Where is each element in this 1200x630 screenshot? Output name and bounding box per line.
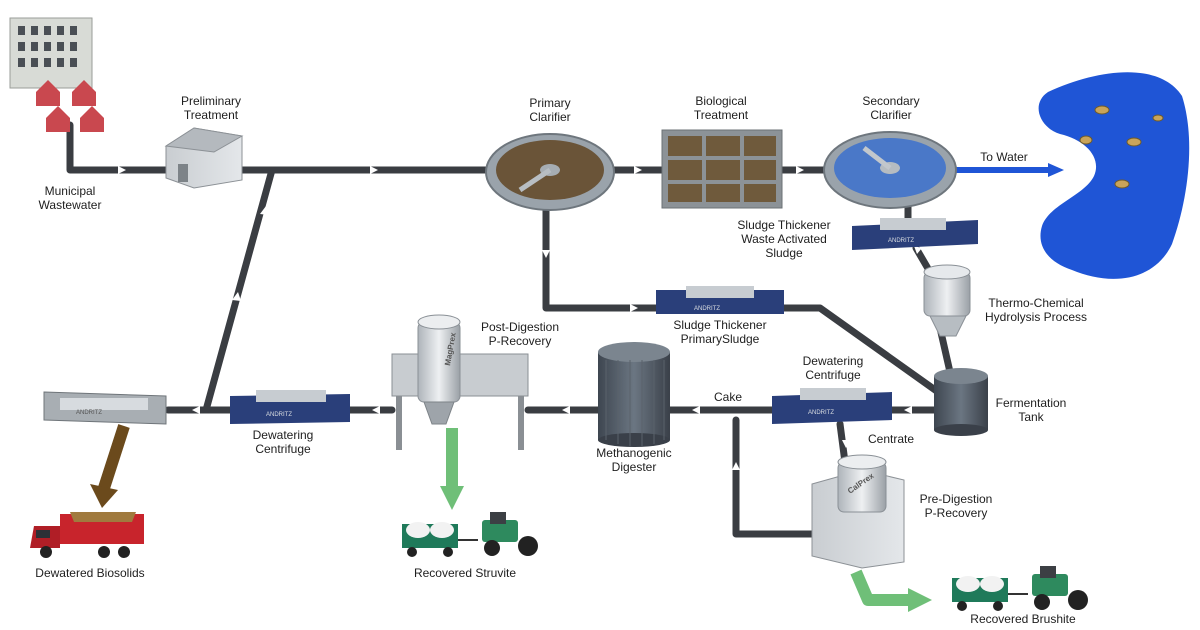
label-secondary-clarifier: Secondary Clarifier [862,94,920,122]
secondary-clarifier [823,131,957,209]
biological-treatment-basin [661,129,783,209]
label-recovered-brushite: Recovered Brushite [970,612,1076,626]
label-sludge-thickener-was: Sludge Thickener Waste Activated Sludge [737,218,831,260]
label-thermo-chemical: Thermo-Chemical Hydrolysis Process [984,296,1088,324]
label-recovered-struvite: Recovered Struvite [413,566,517,580]
pipe-return-line [202,166,276,414]
methanogenic-digester [598,342,670,447]
pipe-primary-sludge [542,202,662,312]
brushite-arrowhead [908,588,932,612]
flow-arrows [118,166,922,470]
label-dewatering-centrifuge-right: Dewatering Centrifuge [802,354,864,382]
label-preliminary-treatment: Preliminary Treatment [180,94,241,122]
label-post-digestion: Post-Digestion P-Recovery [480,320,560,348]
to-water-arrowhead [1048,163,1064,177]
dewatering-centrifuge-right-unit [772,388,892,424]
label-methanogenic-digester: Methanogenic Digester [596,446,672,474]
post-digestion-structure [391,314,529,450]
label-sludge-thickener-primary: Sludge Thickener PrimarySludge [673,318,767,346]
sludge-thickener-was-unit [852,218,978,250]
brand-mark-primary: ANDRITZ [694,306,720,312]
brand-mark-centrifuge-right: ANDRITZ [808,410,834,416]
tractor-brushite-icon [952,566,1088,611]
biosolids-conveyor [43,391,167,425]
sludge-thickener-primary-unit [656,286,784,314]
primary-clarifier [485,133,615,211]
label-dewatering-centrifuge-left: Dewatering Centrifuge [252,428,314,456]
label-to-water: To Water [980,150,1028,164]
biosolids-arrowhead [90,484,118,508]
label-biological-treatment: Biological Treatment [693,94,749,122]
receiving-water [1038,72,1190,279]
brand-mark-was: ANDRITZ [888,238,914,244]
dump-truck-icon [30,512,144,558]
label-municipal-wastewater: Municipal Wastewater [38,184,102,212]
label-cake: Cake [713,390,742,404]
fermentation-tank [934,368,988,436]
city-icon [9,17,104,132]
label-primary-clarifier: Primary Clarifier [529,96,571,124]
preliminary-treatment-building [164,127,244,189]
label-fermentation-tank: Fermentation Tank [995,396,1067,424]
label-pre-digestion: Pre-Digestion P-Recovery [919,492,993,520]
struvite-arrowhead [440,486,464,510]
tractor-struvite-icon [402,512,538,557]
pipe-cake-loop [732,416,822,538]
pre-digestion-building [811,454,905,569]
label-dewatered-biosolids: Dewatered Biosolids [35,566,145,580]
biosolids-arrow [98,424,130,490]
brand-mark-centrifuge-left: ANDRITZ [266,412,292,418]
label-centrate: Centrate [867,432,915,446]
brand-mark-conveyor: ANDRITZ [76,410,102,416]
pipe-wastewater-in [66,121,174,174]
hydrolysis-vessel [923,264,971,337]
brushite-arrow [850,569,910,606]
pipe-thickener-to-fermentation [778,304,942,396]
dewatering-centrifuge-left-unit [230,390,350,424]
